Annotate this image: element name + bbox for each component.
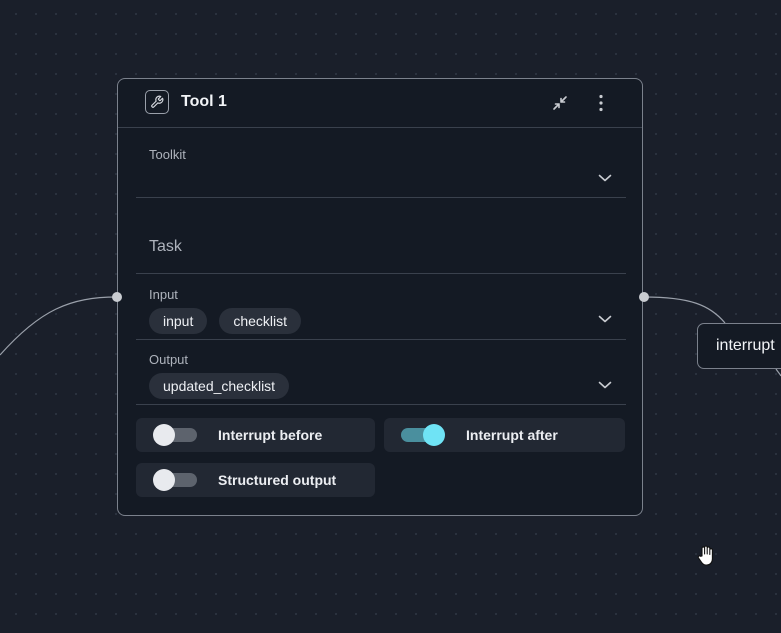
input-handle[interactable] [112, 292, 122, 302]
input-label: Input [149, 287, 178, 302]
output-chips: updated_checklist [149, 373, 290, 399]
interrupt-after-toggle[interactable] [401, 424, 445, 446]
output-chip[interactable]: updated_checklist [149, 373, 290, 399]
toolkit-label: Toolkit [149, 147, 186, 162]
task-input[interactable]: Task [136, 198, 626, 274]
structured-output-toggle[interactable] [153, 469, 197, 491]
node-title: Tool 1 [181, 93, 227, 110]
output-label: Output [149, 352, 189, 367]
toggle-knob [153, 469, 175, 491]
outgoing-edge-continuation [775, 368, 781, 377]
output-select[interactable]: Output updated_checklist [136, 340, 626, 405]
toggle-knob [423, 424, 445, 446]
interrupt-after-switch[interactable]: Interrupt after [384, 418, 625, 452]
wrench-icon [145, 90, 169, 114]
tool-node[interactable]: Tool 1 Toolkit Task Input input checklis… [117, 78, 643, 516]
input-chip[interactable]: checklist [219, 308, 302, 334]
structured-output-label: Structured output [218, 472, 337, 488]
interrupt-node[interactable]: interrupt [697, 323, 781, 369]
chevron-down-icon[interactable] [598, 380, 612, 390]
chevron-down-icon[interactable] [598, 314, 612, 324]
input-select[interactable]: Input input checklist [136, 274, 626, 340]
input-chip[interactable]: input [149, 308, 208, 334]
collapse-icon[interactable] [550, 93, 570, 113]
structured-output-switch[interactable]: Structured output [136, 463, 375, 497]
more-vertical-icon[interactable] [592, 93, 610, 113]
outgoing-edge [643, 296, 726, 324]
interrupt-after-label: Interrupt after [466, 427, 558, 443]
output-handle[interactable] [639, 292, 649, 302]
input-chips: input checklist [149, 308, 302, 334]
hand-cursor-icon [697, 545, 713, 566]
chevron-down-icon[interactable] [598, 173, 612, 183]
toolkit-select[interactable]: Toolkit [136, 127, 626, 198]
interrupt-before-label: Interrupt before [218, 427, 323, 443]
task-placeholder: Task [149, 238, 182, 255]
node-header[interactable]: Tool 1 [118, 79, 642, 128]
interrupt-node-label: interrupt [716, 337, 775, 354]
interrupt-before-toggle[interactable] [153, 424, 197, 446]
toggle-knob [153, 424, 175, 446]
interrupt-before-switch[interactable]: Interrupt before [136, 418, 375, 452]
incoming-edge [0, 296, 118, 356]
